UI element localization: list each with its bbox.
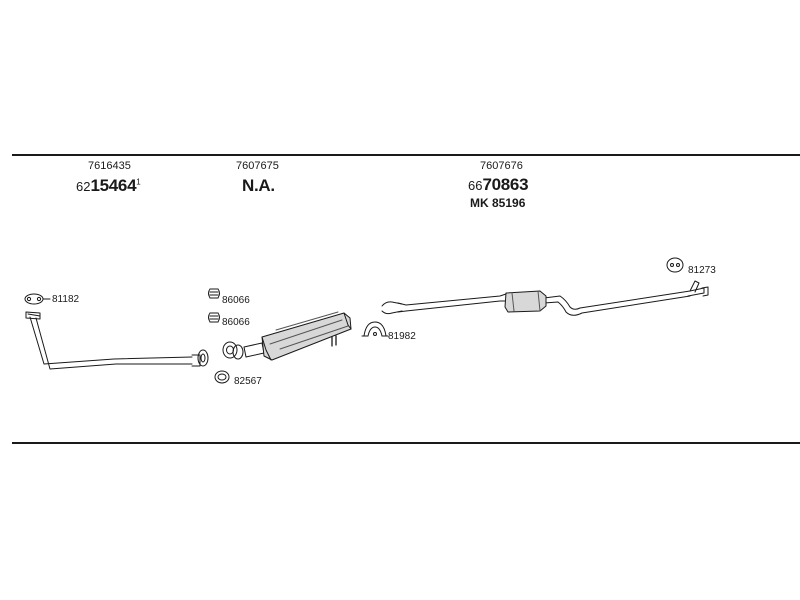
spring-2-icon <box>208 312 220 323</box>
spring-1-icon <box>208 288 220 299</box>
group-2-main: N.A. <box>242 176 275 195</box>
group-1-code: 7616435 <box>88 160 131 172</box>
group-1-part-number: 62154641 <box>76 176 141 196</box>
group-3-mk-number: MK 85196 <box>470 196 526 210</box>
group-1-main: 15464 <box>90 176 137 195</box>
pipe-coupling-icon <box>197 349 209 367</box>
label-clamp: 81982 <box>388 331 416 342</box>
group-2-code: 7607675 <box>236 160 279 172</box>
label-gasket-front: 81182 <box>52 294 80 305</box>
sealing-ring-icon <box>222 341 244 360</box>
group-3-code: 7607676 <box>480 160 523 172</box>
middle-silencer-icon <box>504 290 547 313</box>
rear-pipe-icon <box>381 280 709 316</box>
group-1-suffix: 1 <box>136 177 141 187</box>
label-rubber-mount: 81273 <box>688 265 716 276</box>
label-spring-1: 86066 <box>222 295 250 306</box>
gasket-front-icon <box>24 293 51 305</box>
label-spring-2: 86066 <box>222 317 250 328</box>
bottom-divider <box>12 442 800 444</box>
group-1-prefix: 62 <box>76 179 91 194</box>
group-3-part-number: 6670863 <box>468 175 529 195</box>
label-ring: 82567 <box>234 376 262 387</box>
ring-icon <box>214 370 230 384</box>
rubber-mount-icon <box>666 257 684 273</box>
clamp-icon <box>361 321 389 337</box>
front-pipe-icon <box>25 311 201 370</box>
group-3-main: 70863 <box>482 175 529 194</box>
front-silencer-icon <box>243 311 352 361</box>
top-divider <box>12 154 800 156</box>
group-3-prefix: 66 <box>468 178 483 193</box>
